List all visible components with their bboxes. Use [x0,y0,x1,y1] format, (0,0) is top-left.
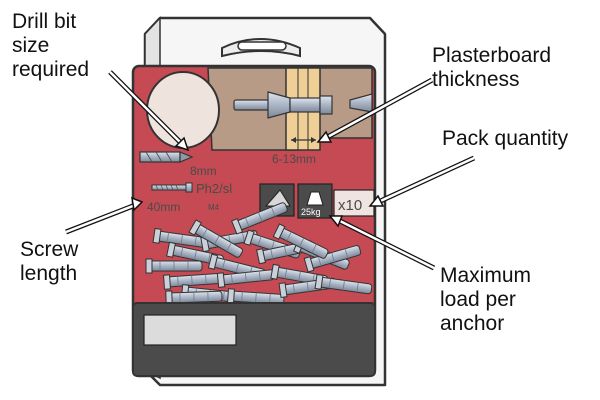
hang-hole [237,41,287,51]
drill-plate [146,71,220,149]
barcode-label [143,314,237,346]
hollow-wall-anchor-icon [233,91,373,119]
screw-icon [151,182,193,193]
anchor-piece [145,258,203,274]
screw-length-text: 40mm [147,200,180,214]
screw-type-text: Ph2/sl [196,181,232,196]
callout-drill-bit-line-3: required [12,58,90,81]
callout-max-load-line-1: Maximum [440,264,532,287]
callout-maximum-load: Maximum load per anchor [440,264,531,336]
arrow-pack-quantity [368,155,476,207]
anchor-piece [162,273,221,290]
anchor-piece [303,245,362,273]
drill-bit-icon [139,151,194,163]
anchor-piece [231,202,288,235]
callout-arrows [65,70,476,271]
callout-max-load-line-2: load per [440,288,516,311]
anchor-piece [272,223,329,259]
drill-size-text: 8mm [190,164,217,178]
callout-screw-length-line-1: Screw [20,238,79,261]
anchor-pile [145,202,373,306]
callout-drill-bit-line-1: Drill bit [12,10,77,33]
arrow-max-load [328,215,436,271]
anchor-piece [314,273,373,295]
thickness-arrow-icon [291,137,316,143]
callout-drill-bit-size: Drill bit size required [12,10,89,82]
arrow-plasterboard [316,77,434,143]
screw-thread-text: M4 [208,203,220,212]
anchor-piece [216,269,275,288]
anchor-piece [152,227,211,249]
callout-plasterboard-line-2: thickness [432,68,520,91]
callout-plasterboard-line-1: Plasterboard [432,44,552,67]
callout-screw-length-line-2: length [20,262,78,285]
callout-max-load-line-3: anchor [440,312,505,335]
callout-plasterboard-thickness: Plasterboard thickness [432,44,551,92]
load-text: 25kg [301,207,321,217]
callout-pack-quantity: Pack quantity [442,127,568,151]
thickness-text: 6-13mm [272,152,316,166]
arrow-screw-length [65,196,144,235]
callout-screw-length: Screw length [20,238,78,286]
anchor-piece [226,288,285,305]
callout-pack-quantity-line: Pack quantity [442,127,569,150]
callout-drill-bit-line-2: size [12,34,50,57]
arrow-drill-bit [108,70,190,152]
weight-icon [297,183,333,219]
quantity-text: x10 [338,197,362,214]
anchor-piece [188,219,243,258]
